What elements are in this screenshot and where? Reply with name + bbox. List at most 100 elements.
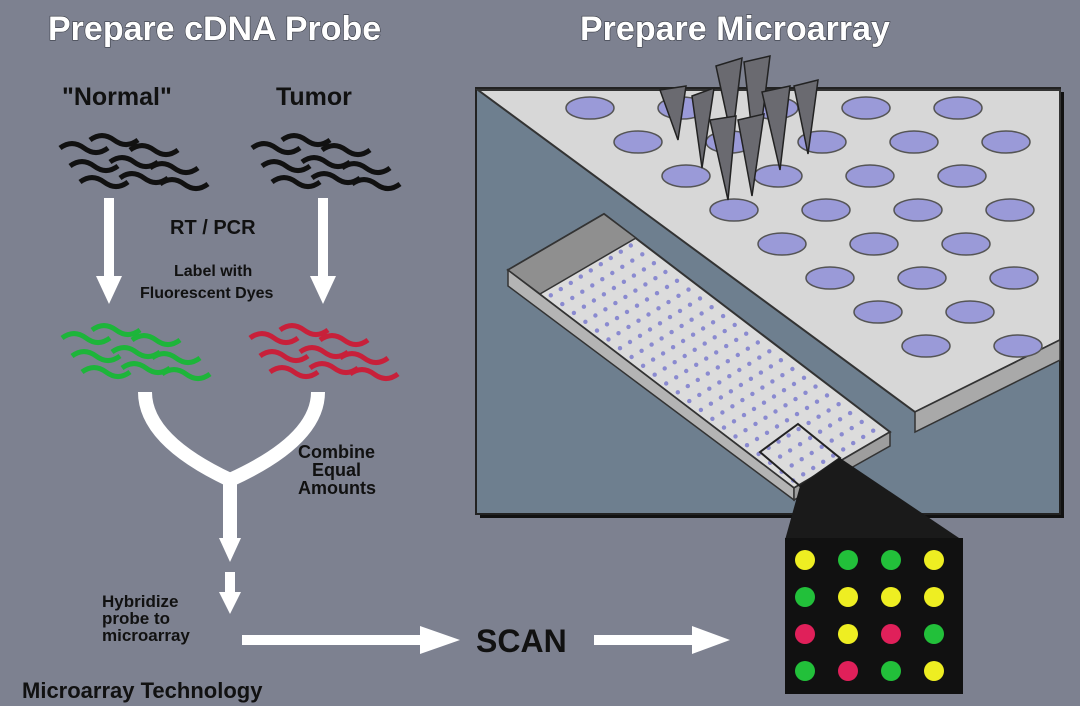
slide-spot [817, 429, 823, 434]
slide-spot [722, 328, 727, 334]
title-prepare-cdna-probe: Prepare cDNA Probe [48, 10, 381, 48]
slide-spot [646, 312, 651, 317]
slide-spot [621, 279, 627, 284]
slide-spot [841, 447, 846, 452]
plate-well [613, 130, 663, 154]
plate-well [897, 266, 947, 290]
slide-spot [700, 326, 706, 331]
slide-spot [629, 354, 634, 360]
slide-spot [710, 320, 716, 325]
slide-label-area [506, 213, 638, 295]
slide-spot [727, 374, 732, 379]
zoom-funnel [785, 458, 962, 540]
slide-spot [799, 457, 804, 462]
slide-spot [715, 365, 720, 370]
slide-spot [774, 424, 780, 429]
slide-spot [861, 434, 866, 440]
slide-spot [763, 415, 768, 420]
scan-spot-red [795, 624, 815, 644]
slide-spot [829, 438, 834, 443]
scan-spot-green [795, 587, 815, 607]
slide-spot [601, 292, 607, 297]
dna-strand [162, 370, 210, 379]
slide-spot [695, 377, 700, 383]
slide-spot [624, 309, 630, 315]
merge-arrows [138, 391, 325, 614]
slide-spot [675, 390, 680, 395]
slide-spot [804, 405, 810, 411]
slide-spot [744, 331, 749, 336]
scan-spot-red [838, 661, 858, 681]
dna-strand [152, 354, 200, 363]
scan-spot-green [881, 550, 901, 570]
arrow-tumor-down [310, 198, 336, 304]
slide-spot [686, 287, 691, 292]
dna-strand [62, 334, 110, 343]
scan-spot-red [881, 624, 901, 644]
slide-spot [687, 398, 692, 404]
slide-spot [803, 390, 808, 395]
slide-spot [851, 440, 856, 446]
plate-well [853, 300, 903, 324]
slide-spot [740, 397, 745, 403]
slide-spot [712, 335, 717, 340]
slide-spot [697, 392, 702, 398]
slide-spot [682, 353, 687, 359]
label-tumor: Tumor [276, 83, 352, 111]
dna-strand [320, 336, 368, 345]
slide-spot [839, 432, 844, 437]
slide-spot [667, 314, 673, 320]
slide-spot [687, 302, 693, 307]
slide-spot [583, 319, 588, 324]
label-fluorescent-dyes: Fluorescent Dyes [140, 285, 273, 302]
slide-spot [859, 419, 864, 425]
plate-well [985, 198, 1035, 222]
slide-spot [709, 305, 714, 310]
slide-spot [634, 303, 640, 308]
plate-well [893, 198, 943, 222]
slide-spot [616, 331, 621, 336]
slide-spot [588, 268, 593, 273]
slide-spot [685, 383, 690, 389]
dna-strand [90, 136, 138, 145]
label-amounts: Amounts [298, 478, 376, 498]
slide-spot [653, 276, 658, 281]
slide-spot [692, 347, 697, 352]
slide-spot [649, 342, 654, 347]
plate-well [989, 266, 1039, 290]
caption-microarray-technology: Microarray Technology [22, 678, 263, 703]
plate-well [889, 130, 939, 154]
slide-spot [639, 348, 644, 353]
slide-spot [677, 308, 683, 314]
slide-spot [710, 416, 715, 421]
slide-spot [761, 400, 767, 405]
slide-spot [614, 315, 620, 321]
slide-spot [764, 430, 770, 435]
slide-spot [633, 288, 638, 293]
slide-spot [704, 356, 709, 361]
slide-spot [670, 345, 676, 350]
label-microarray: microarray [102, 626, 190, 645]
slide-spot [571, 310, 577, 316]
slide-spot [724, 343, 729, 349]
title-prepare-microarray: Prepare Microarray [580, 10, 890, 48]
slide-spot [603, 307, 608, 312]
slide-spot [725, 359, 730, 364]
slide-spot [672, 360, 677, 365]
slide-spot [626, 324, 631, 330]
slide-spot [743, 428, 748, 433]
green-labeled-probe [62, 326, 210, 379]
slide-spot [604, 322, 610, 327]
slide-spot [694, 362, 699, 367]
slide-spot [598, 262, 603, 267]
slide-spot [680, 338, 686, 344]
dna-strand [252, 144, 300, 153]
slide-spot [813, 384, 818, 389]
slide-spot [836, 402, 841, 407]
plate-well [945, 300, 995, 324]
label-combine: Combine [298, 442, 375, 462]
slide-spot [581, 304, 587, 309]
slide-spot [770, 379, 775, 384]
label-equal: Equal [312, 460, 361, 480]
slide-spot [819, 444, 824, 449]
